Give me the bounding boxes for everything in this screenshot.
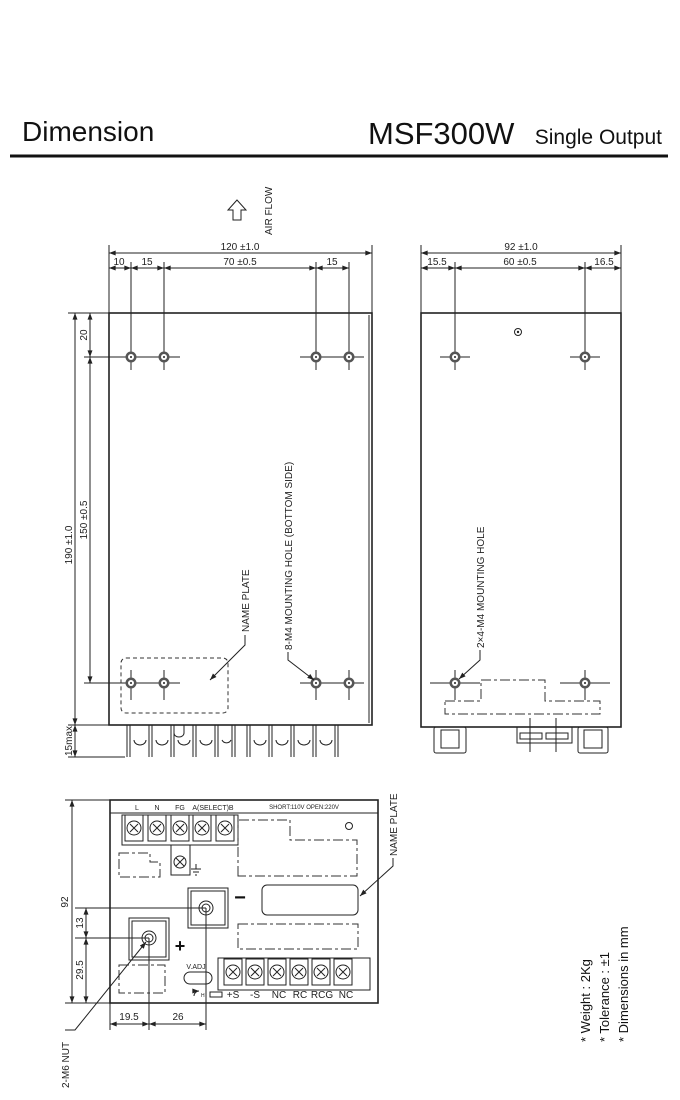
minus-sign: − [234,887,246,909]
dim-29-5: 29.5 [75,960,86,980]
bottom-case-outline [109,799,379,1004]
select-note: SHORT:110V OPEN:220V [269,805,339,811]
bottom-height-dim: 92 [60,896,71,908]
dim-16-5: 16.5 [594,257,614,268]
dim-13: 13 [75,917,86,929]
side-case-outline [420,312,622,728]
bottom-name-plate-label: NAME PLATE [389,793,400,856]
output-label: RCG [311,990,333,1001]
name-plate-label: NAME PLATE [241,569,252,632]
dim-60: 60 ±0.5 [503,257,537,268]
output-label: RC [293,990,307,1001]
input-label-fg: FG [175,805,185,812]
notes: * Weight : 2Kg * Tolerance : ±1 * Dimens… [578,926,631,1042]
input-label-n: N [154,805,159,812]
mounting-hole [158,351,170,363]
mounting-hole [125,677,137,689]
input-label-l: L [135,805,139,812]
name-plate-area [120,657,229,714]
front-case-outline [108,312,373,726]
vadj-potentiometer [183,971,213,985]
note-tolerance: * Tolerance : ±1 [597,952,612,1042]
model-subtitle: Single Output [535,126,662,149]
bottom-name-plate [261,884,359,916]
mounting-hole [125,351,137,363]
dim-15-5: 15.5 [427,257,447,268]
front-view: 120 ±1.0 10 15 70 ±0.5 15 190 ±1.0 150 ±… [64,242,373,758]
model-name: MSF300W [368,116,515,151]
output-label: NC [272,990,286,1001]
mounting-hole-label: 8-M4 MOUNTING HOLE (BOTTOM SIDE) [284,462,295,650]
side-width-dim: 92 ±1.0 [504,242,538,253]
input-label-select: A(SELECT)B [192,805,234,812]
airflow-arrow-icon [226,199,248,221]
top-offset-dim: 20 [79,329,90,341]
mounting-hole [343,351,355,363]
vadj-label: V.ADJ [186,964,205,971]
side-view: 92 ±1.0 15.5 60 ±0.5 16.5 2×4-M4 MOUNTIN… [420,242,622,754]
bottom-view: L N FG A(SELECT)B SHORT:110V OPEN:220V −… [60,793,400,1088]
note-weight: * Weight : 2Kg [578,959,593,1042]
terminal-dim: 15max [64,726,75,756]
output-terminal-block [217,957,371,991]
height-dim: 190 ±1.0 [64,525,75,564]
side-mounting-hole-label: 2×4-M4 MOUNTING HOLE [476,526,487,648]
page-title: Dimension [22,116,154,147]
output-label: +S [227,990,240,1001]
dim-15-right: 15 [326,257,338,268]
dim-70: 70 ±0.5 [223,257,257,268]
dim-10: 10 [113,257,125,268]
airflow-label: AIR FLOW [264,186,275,235]
plus-sign: + [175,936,186,956]
nut-label: 2-M6 NUT [61,1042,72,1088]
output-label: NC [339,990,353,1001]
dim-15-left: 15 [141,257,153,268]
note-units: * Dimensions in mm [616,926,631,1042]
mounting-hole [343,677,355,689]
dim-26: 26 [172,1012,184,1023]
width-dim: 120 ±1.0 [221,242,260,253]
hole-pitch-dim: 150 ±0.5 [79,500,90,539]
mounting-hole [310,351,322,363]
mounting-hole [158,677,170,689]
vadj-direction: H [201,993,205,999]
dim-19-5: 19.5 [119,1012,139,1023]
ground-icon [191,864,201,876]
output-label: -S [250,990,260,1001]
